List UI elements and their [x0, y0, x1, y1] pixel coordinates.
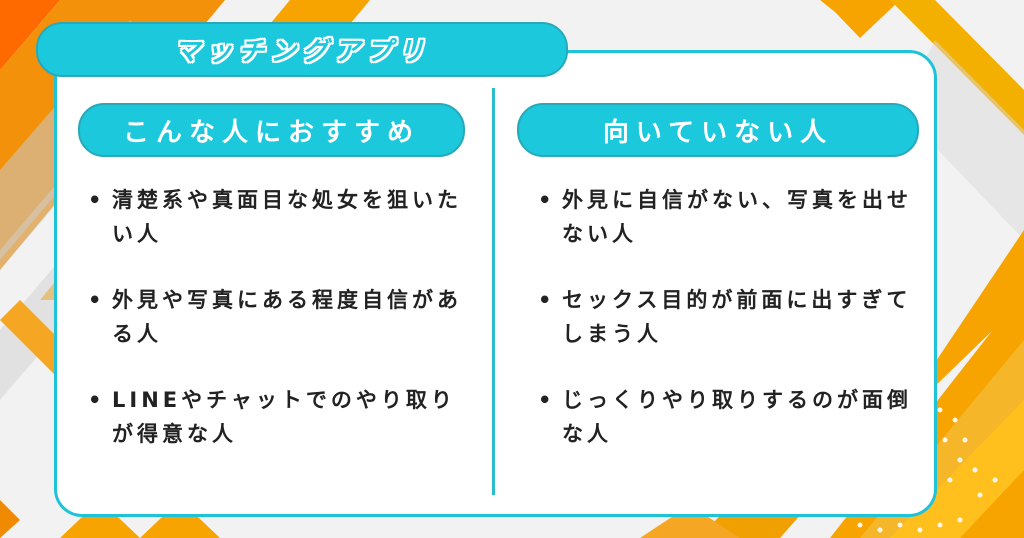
recommended-heading: こんな人におすすめ — [122, 117, 420, 148]
title-banner: マッチングアプリ — [36, 22, 568, 77]
not-suited-heading: 向いていない人 — [602, 117, 834, 148]
not-suited-heading-pill: 向いていない人 — [517, 103, 919, 157]
page-title: マッチングアプリ — [173, 37, 430, 67]
bullet-icon: • — [88, 388, 106, 412]
list-item: •じっくりやり取りするのが面倒な人 — [536, 383, 921, 451]
recommended-heading-pill: こんな人におすすめ — [78, 103, 465, 157]
recommended-list: •清楚系や真面目な処女を狙いたい人 •外見や写真にある程度自信がある人 •LIN… — [86, 183, 471, 483]
bullet-icon: • — [88, 188, 106, 212]
list-item: •清楚系や真面目な処女を狙いたい人 — [86, 183, 471, 251]
bullet-icon: • — [538, 288, 556, 312]
bullet-icon: • — [538, 388, 556, 412]
not-suited-list: •外見に自信がない、写真を出せない人 •セックス目的が前面に出すぎてしまう人 •… — [536, 183, 921, 483]
bullet-icon: • — [538, 188, 556, 212]
bullet-icon: • — [88, 288, 106, 312]
list-item: •LINEやチャットでのやり取りが得意な人 — [86, 383, 471, 451]
list-item: •外見や写真にある程度自信がある人 — [86, 283, 471, 351]
column-divider — [492, 88, 495, 495]
list-item: •セックス目的が前面に出すぎてしまう人 — [536, 283, 921, 351]
list-item: •外見に自信がない、写真を出せない人 — [536, 183, 921, 251]
